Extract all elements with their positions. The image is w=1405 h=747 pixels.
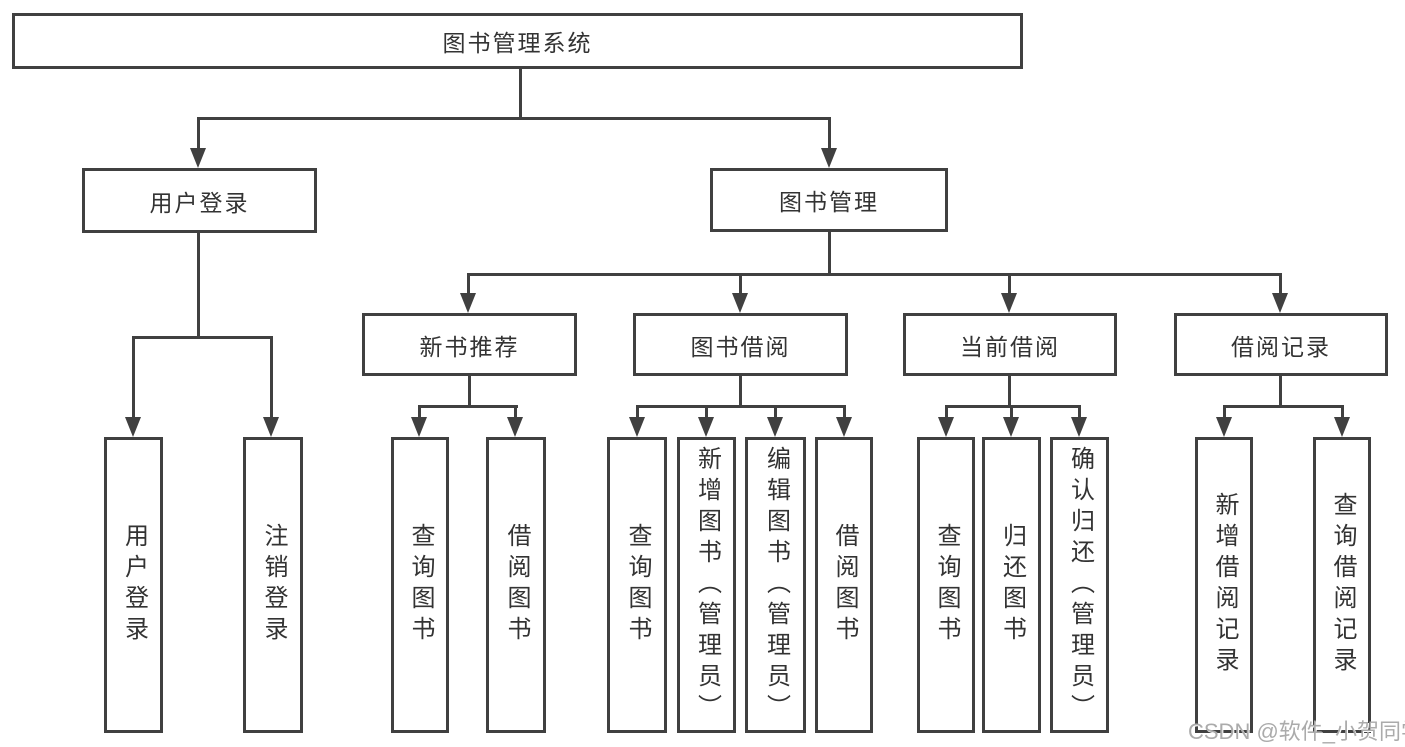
connector-user-login-vertical <box>197 233 200 337</box>
connector-stem-login <box>132 336 135 419</box>
connector-new-books-vertical <box>468 376 471 408</box>
node-current-borrow: 当前借阅 <box>903 313 1117 376</box>
connector-stem-new-books-query <box>418 405 421 419</box>
leaf-login: 用户登录 <box>104 437 163 733</box>
arrowhead-borrow-query <box>629 417 645 437</box>
leaf-records-query: 查询借阅记录 <box>1313 437 1371 733</box>
node-book-borrow: 图书借阅 <box>633 313 848 376</box>
leaf-new-books-borrow: 借阅图书 <box>486 437 546 733</box>
connector-stem-borrow-edit <box>774 405 777 419</box>
connector-stem-borrow-records <box>1279 273 1282 295</box>
leaf-current-query: 查询图书 <box>917 437 975 733</box>
leaf-records-query-label: 查询借阅记录 <box>1329 492 1356 678</box>
connector-stem-current-borrow <box>1008 273 1011 295</box>
connector-stem-borrow-borrow <box>843 405 846 419</box>
leaf-borrow-add-admin-label: 新增图书（管理员） <box>693 445 721 725</box>
arrowhead-current-query <box>938 417 954 437</box>
node-new-books: 新书推荐 <box>362 313 577 376</box>
connector-book-mgmt-vertical <box>828 232 831 275</box>
arrowhead-borrow-edit <box>767 417 783 437</box>
leaf-current-return: 归还图书 <box>982 437 1041 733</box>
leaf-borrow-edit-admin: 编辑图书（管理员） <box>745 437 806 733</box>
leaf-current-return-label: 归还图书 <box>998 523 1026 647</box>
connector-book-borrow-vertical <box>739 376 742 408</box>
arrowhead-records-add <box>1216 417 1232 437</box>
arrowhead-records-query <box>1334 417 1350 437</box>
connector-stem-logout <box>270 336 273 419</box>
arrowhead-current-borrow <box>1001 293 1017 313</box>
node-user-login: 用户登录 <box>82 168 317 233</box>
connector-stem-current-return <box>1010 405 1013 419</box>
leaf-records-add-label: 新增借阅记录 <box>1211 492 1238 678</box>
arrowhead-new-books <box>460 293 476 313</box>
arrowhead-current-confirm <box>1071 417 1087 437</box>
arrowhead-borrow-records <box>1272 293 1288 313</box>
node-root: 图书管理系统 <box>12 13 1023 69</box>
connector-stem-book-borrow <box>739 273 742 295</box>
connector-stem-borrow-add <box>705 405 708 419</box>
leaf-logout: 注销登录 <box>243 437 303 733</box>
connector-stem-current-confirm <box>1078 405 1081 419</box>
connector-stem-user-login <box>197 117 200 151</box>
connector-stem-new-books-borrow <box>514 405 517 419</box>
arrowhead-borrow-add <box>698 417 714 437</box>
connector-current-vertical <box>1008 376 1011 408</box>
arrowhead-book-borrow <box>732 293 748 313</box>
arrowhead-borrow-borrow <box>836 417 852 437</box>
node-book-mgmt: 图书管理 <box>710 168 948 232</box>
connector-stem-records-query <box>1341 405 1344 419</box>
connector-root-horizontal <box>197 117 831 120</box>
leaf-current-confirm-admin-label: 确认归还（管理员） <box>1066 445 1094 725</box>
leaf-borrow-edit-admin-label: 编辑图书（管理员） <box>762 445 790 725</box>
leaf-current-query-label: 查询图书 <box>933 523 960 647</box>
csdn-watermark: CSDN @软件_小贺同学 <box>1188 719 1405 744</box>
connector-stem-records-add <box>1223 405 1226 419</box>
leaf-borrow-query: 查询图书 <box>607 437 667 733</box>
leaf-logout-label: 注销登录 <box>260 523 287 647</box>
arrowhead-new-books-query <box>411 417 427 437</box>
leaf-borrow-add-admin: 新增图书（管理员） <box>677 437 736 733</box>
arrowhead-new-books-borrow <box>507 417 523 437</box>
arrowhead-book-mgmt <box>821 148 837 168</box>
leaf-borrow-borrow: 借阅图书 <box>815 437 873 733</box>
arrowhead-logout <box>263 417 279 437</box>
connector-stem-borrow-query <box>636 405 639 419</box>
leaf-new-books-borrow-label: 借阅图书 <box>503 523 530 647</box>
connector-stem-book-mgmt <box>828 117 831 151</box>
connector-book-borrow-horizontal <box>636 405 846 408</box>
leaf-login-label: 用户登录 <box>120 523 148 647</box>
connector-book-mgmt-horizontal <box>467 273 1281 276</box>
connector-stem-current-query <box>945 405 948 419</box>
connector-root-vertical <box>519 68 522 118</box>
arrowhead-login <box>125 417 141 437</box>
leaf-borrow-borrow-label: 借阅图书 <box>831 523 858 647</box>
connector-records-vertical <box>1279 376 1282 408</box>
leaf-borrow-query-label: 查询图书 <box>624 523 651 647</box>
connector-stem-new-books <box>467 273 470 295</box>
leaf-new-books-query: 查询图书 <box>391 437 449 733</box>
arrowhead-current-return <box>1003 417 1019 437</box>
leaf-new-books-query-label: 查询图书 <box>407 523 434 647</box>
arrowhead-user-login <box>190 148 206 168</box>
connector-user-login-horizontal <box>132 336 273 339</box>
leaf-records-add: 新增借阅记录 <box>1195 437 1253 733</box>
connector-current-horizontal <box>945 405 1081 408</box>
node-borrow-records: 借阅记录 <box>1174 313 1388 376</box>
connector-records-horizontal <box>1223 405 1344 408</box>
leaf-current-confirm-admin: 确认归还（管理员） <box>1050 437 1109 733</box>
connector-new-books-horizontal <box>418 405 518 408</box>
